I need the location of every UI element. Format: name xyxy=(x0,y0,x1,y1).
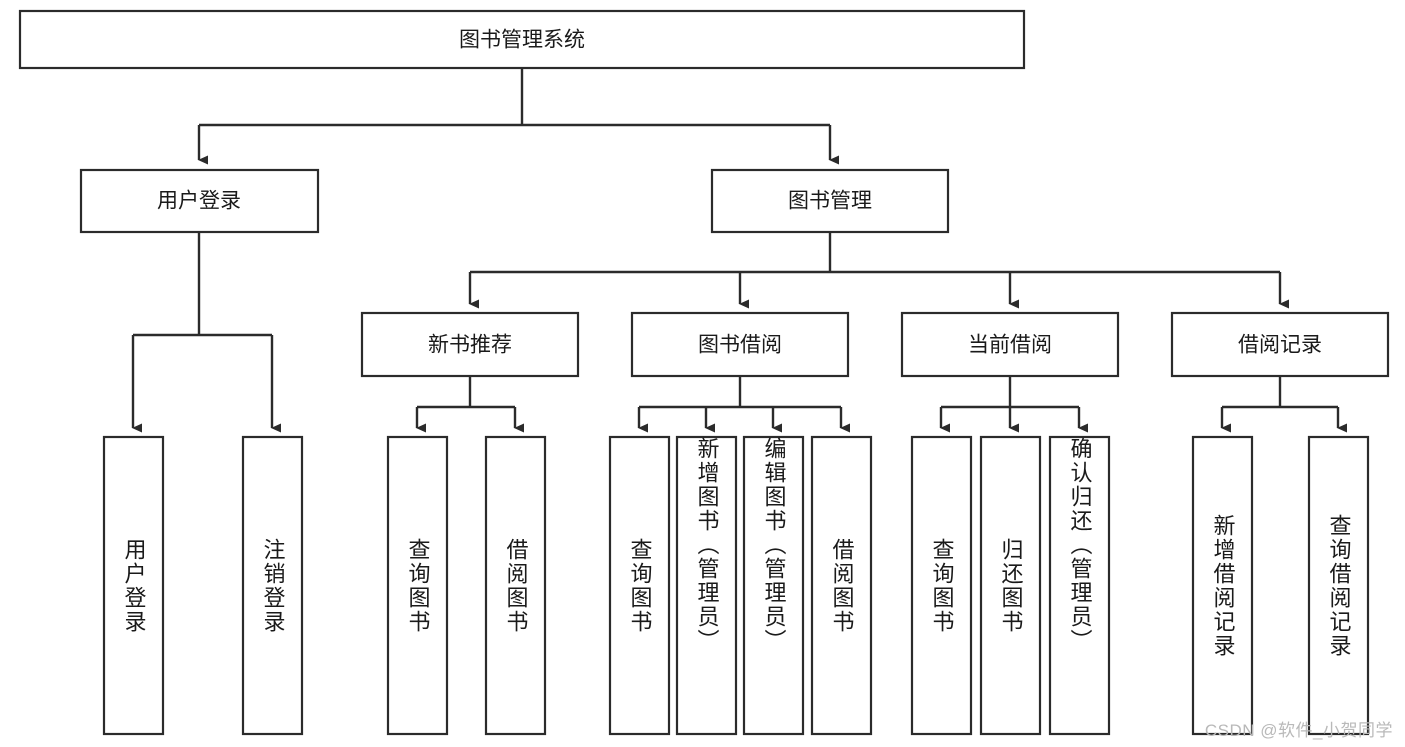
node-book-borrow-label: 图书借阅 xyxy=(698,334,782,357)
node-new-book-recommend-box[interactable] xyxy=(360,311,580,378)
node-borrow-record-label: 借阅记录 xyxy=(1238,334,1322,357)
node-new-book-recommend-label: 新书推荐 xyxy=(428,334,512,357)
node-book-borrow[interactable]: 图书借阅 xyxy=(630,311,850,378)
leaf-add-book-box[interactable] xyxy=(675,435,738,736)
leaf-borrow-book-2-box[interactable] xyxy=(810,435,873,736)
leaf-query-book-2-box[interactable] xyxy=(608,435,671,736)
connector-layer xyxy=(131,68,1347,433)
node-user-login-label: 用户登录 xyxy=(157,190,241,213)
node-book-manage-box[interactable] xyxy=(710,168,950,234)
node-current-borrow-label: 当前借阅 xyxy=(968,334,1052,357)
node-user-login[interactable]: 用户登录 xyxy=(79,168,320,234)
node-book-borrow-box[interactable] xyxy=(630,311,850,378)
leaf-user-login-box[interactable] xyxy=(102,435,165,736)
node-new-book-recommend[interactable]: 新书推荐 xyxy=(360,311,580,378)
node-borrow-record-box[interactable] xyxy=(1170,311,1390,378)
leaf-box-layer xyxy=(102,435,1370,736)
node-current-borrow[interactable]: 当前借阅 xyxy=(900,311,1120,378)
node-book-manage[interactable]: 图书管理 xyxy=(710,168,950,234)
leaf-query-book-1-box[interactable] xyxy=(386,435,449,736)
node-book-manage-label: 图书管理 xyxy=(788,190,872,213)
node-root[interactable]: 图书管理系统 xyxy=(18,9,1026,70)
node-root-label: 图书管理系统 xyxy=(459,29,585,52)
watermark: CSDN @软件_小贺同学 xyxy=(1204,721,1393,740)
node-user-login-box[interactable] xyxy=(79,168,320,234)
node-root-box[interactable] xyxy=(18,9,1026,70)
node-current-borrow-box[interactable] xyxy=(900,311,1120,378)
leaf-return-book-box[interactable] xyxy=(979,435,1042,736)
leaf-logout-login-box[interactable] xyxy=(241,435,304,736)
leaf-query-book-3-box[interactable] xyxy=(910,435,973,736)
leaf-confirm-return-box[interactable] xyxy=(1048,435,1111,736)
leaf-query-record-box[interactable] xyxy=(1307,435,1370,736)
node-borrow-record[interactable]: 借阅记录 xyxy=(1170,311,1390,378)
leaf-add-record-box[interactable] xyxy=(1191,435,1254,736)
leaf-borrow-book-1-box[interactable] xyxy=(484,435,547,736)
leaf-edit-book-box[interactable] xyxy=(742,435,805,736)
